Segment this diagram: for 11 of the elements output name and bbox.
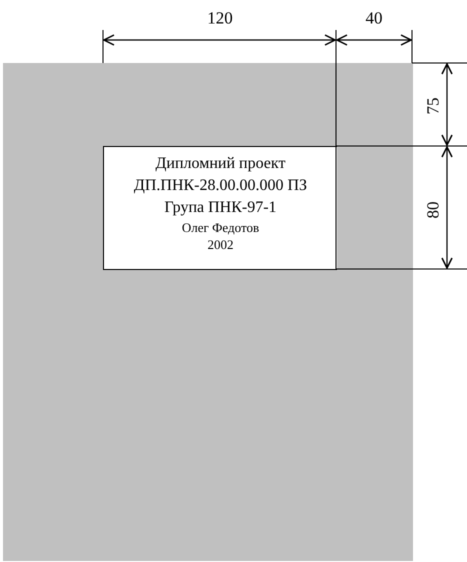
heading-line: Група ПНК-97-1 xyxy=(164,198,277,218)
dimension-label: 80 xyxy=(424,202,442,218)
author-line: Олег Федотов xyxy=(182,219,260,236)
title-block xyxy=(103,146,337,270)
dimension-label: 75 xyxy=(424,98,442,114)
dimension-label: 40 xyxy=(366,10,382,26)
heading-line: Дипломний проект xyxy=(156,154,286,174)
dimension-label: 120 xyxy=(207,10,233,26)
author-line: 2002 xyxy=(208,236,234,253)
page-sheet xyxy=(3,63,413,561)
heading-line: ДП.ПНК-28.00.00.000 ПЗ xyxy=(134,176,308,196)
